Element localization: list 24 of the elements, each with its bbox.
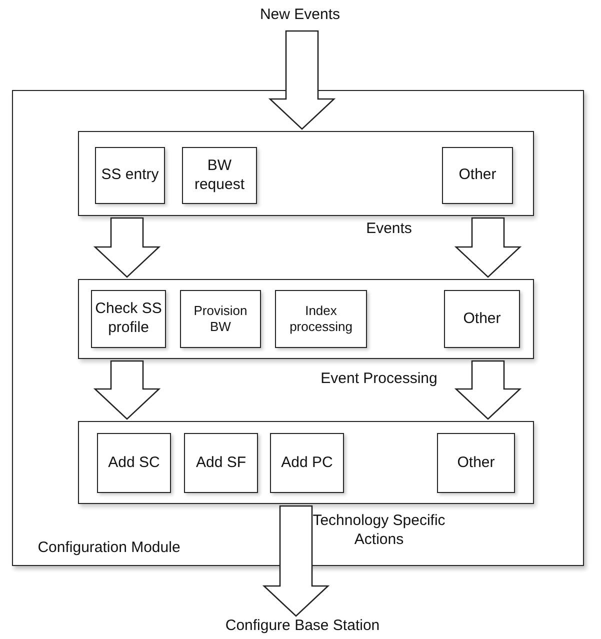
flow-label: Configure Base Station	[225, 617, 380, 639]
panel-label: Event Processing	[320, 370, 438, 389]
process-box: BW request	[182, 147, 257, 204]
process-box: Other	[444, 290, 520, 348]
panel-label: Events	[365, 220, 413, 239]
process-box: Add SC	[97, 433, 171, 493]
process-box: Check SS profile	[91, 290, 166, 348]
flow-label: New Events	[255, 6, 345, 28]
module-label: Configuration Module	[36, 539, 182, 558]
panel-label: Technology Specific Actions	[312, 512, 446, 550]
process-box: Other	[442, 147, 513, 204]
process-box: Add PC	[270, 433, 344, 493]
process-box: Provision BW	[180, 290, 261, 348]
block-arrow	[454, 360, 522, 420]
module-container	[12, 90, 584, 566]
block-arrow	[454, 217, 522, 278]
block-arrow	[93, 217, 161, 278]
block-arrow	[93, 360, 161, 420]
process-box: Index processing	[275, 290, 367, 348]
block-arrow	[268, 30, 336, 130]
block-arrow	[262, 505, 330, 617]
process-box: SS entry	[95, 147, 165, 204]
process-box: Other	[437, 433, 515, 493]
process-box: Add SF	[184, 433, 258, 493]
